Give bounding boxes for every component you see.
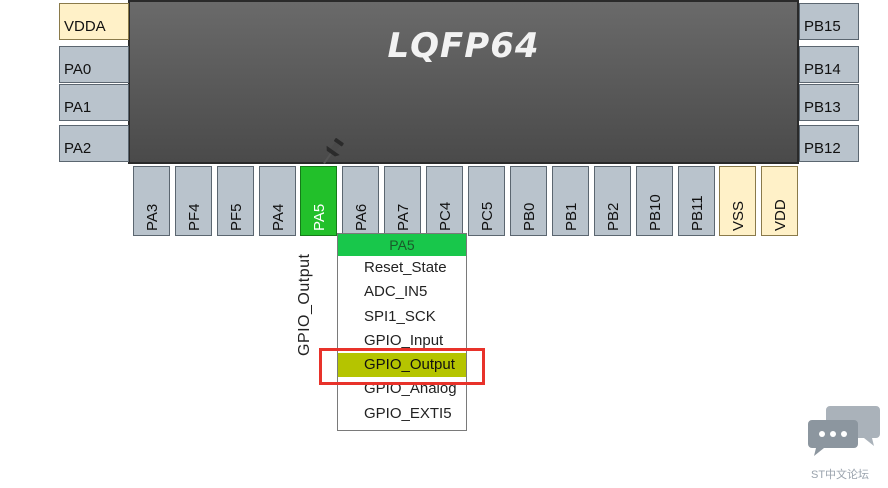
pin-label: PB12	[804, 140, 841, 157]
pin-label: PB1	[562, 202, 580, 231]
pin-pb2[interactable]: PB2	[594, 166, 631, 236]
pin-vss[interactable]: VSS	[719, 166, 756, 236]
pin-label: PC4	[436, 201, 454, 231]
pin-pa0[interactable]: PA0	[59, 46, 129, 83]
pin-label: PF5	[227, 203, 245, 231]
pin-pb15[interactable]: PB15	[799, 3, 859, 40]
pin-label: PA3	[143, 203, 161, 231]
pin-label: VSS	[729, 200, 747, 231]
pin-pc5[interactable]: PC5	[468, 166, 505, 236]
pin-label: PC5	[478, 201, 496, 231]
pin-vdda[interactable]: VDDA	[59, 3, 129, 40]
pin-label: PB15	[804, 18, 841, 35]
pin-label: PA0	[64, 61, 92, 78]
pin-label: PB0	[520, 202, 538, 231]
pin-pa2[interactable]: PA2	[59, 125, 129, 162]
pin-function-menu: PA5 Reset_State ADC_IN5 SPI1_SCK GPIO_In…	[337, 233, 467, 431]
pin-label: VDD	[771, 199, 789, 231]
pin-pb12[interactable]: PB12	[799, 125, 859, 162]
pin-label: PB10	[646, 194, 664, 231]
pin-signal-label: GPIO_Output	[296, 253, 313, 356]
pin-label: PB13	[804, 99, 841, 116]
watermark-text: ST中文论坛	[811, 469, 870, 481]
pin-pa3[interactable]: PA3	[133, 166, 170, 236]
pin-pa1[interactable]: PA1	[59, 84, 129, 121]
pushpin-icon[interactable]	[316, 136, 348, 168]
pin-label: PB2	[604, 202, 622, 231]
menu-item-gpio-exti5[interactable]: GPIO_EXTI5	[364, 404, 452, 422]
pin-pa5[interactable]: PA5	[300, 166, 337, 236]
pin-label: PA5	[310, 203, 328, 231]
pin-pc4[interactable]: PC4	[426, 166, 463, 236]
menu-header: PA5	[338, 234, 466, 256]
pin-label: PA7	[394, 203, 412, 231]
pin-pa4[interactable]: PA4	[259, 166, 296, 236]
pin-pb14[interactable]: PB14	[799, 46, 859, 83]
pin-vdd[interactable]: VDD	[761, 166, 798, 236]
menu-item-gpio-output[interactable]: GPIO_Output	[338, 353, 466, 378]
pin-pb11[interactable]: PB11	[678, 166, 715, 236]
menu-item-reset-state[interactable]: Reset_State	[364, 259, 447, 276]
menu-item-adc-in5[interactable]: ADC_IN5	[364, 283, 428, 301]
chat-bubbles-icon	[808, 406, 880, 456]
pin-pa6[interactable]: PA6	[342, 166, 379, 236]
pin-label: PA1	[64, 99, 92, 116]
chip-package-title: LQFP64	[387, 26, 540, 66]
pin-pb10[interactable]: PB10	[636, 166, 673, 236]
pin-pf5[interactable]: PF5	[217, 166, 254, 236]
menu-item-spi1-sck[interactable]: SPI1_SCK	[364, 307, 436, 325]
pin-pa7[interactable]: PA7	[384, 166, 421, 236]
pin-label: PF4	[185, 203, 203, 231]
pin-pb1[interactable]: PB1	[552, 166, 589, 236]
pin-label: VDDA	[64, 18, 106, 35]
highlight-annotation	[319, 348, 485, 385]
pin-label: PA2	[64, 140, 92, 157]
menu-item-gpio-input[interactable]: GPIO_Input	[364, 331, 444, 349]
pin-label: PA4	[269, 203, 287, 231]
chip-body: LQFP64	[128, 0, 799, 164]
pin-label: PB14	[804, 61, 841, 78]
pin-pb13[interactable]: PB13	[799, 84, 859, 121]
pin-pf4[interactable]: PF4	[175, 166, 212, 236]
pin-pb0[interactable]: PB0	[510, 166, 547, 236]
pin-label: PB11	[688, 195, 706, 231]
pin-label: PA6	[352, 203, 370, 231]
